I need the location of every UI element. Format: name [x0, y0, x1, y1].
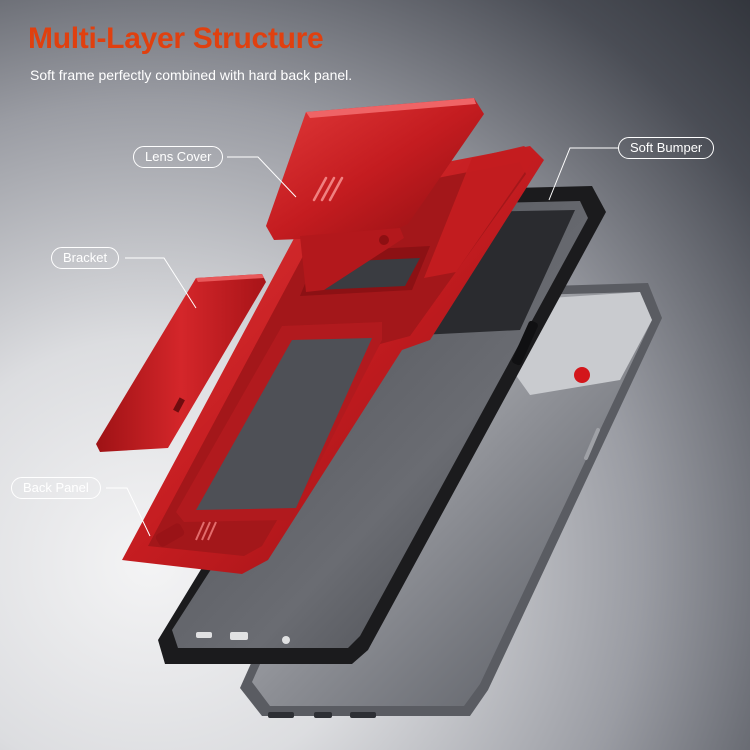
soft-bumper-leader — [548, 147, 619, 201]
soft-bumper-label: Soft Bumper — [618, 137, 715, 159]
callout-leader-lines — [106, 147, 619, 537]
lens-cover-part — [266, 98, 536, 292]
bracket-part — [96, 274, 266, 452]
back-panel-leader — [106, 487, 151, 537]
page-title: Multi-Layer Structure — [28, 22, 324, 55]
lens-cover-leader — [227, 156, 297, 198]
brand-logo-dot — [574, 367, 590, 383]
bracket-label: Bracket — [51, 247, 120, 269]
lens-cover-label: Lens Cover — [133, 146, 224, 168]
page-subtitle: Soft frame perfectly combined with hard … — [30, 67, 353, 83]
back-panel-label: Back Panel — [11, 477, 101, 499]
bracket-leader — [125, 257, 197, 309]
